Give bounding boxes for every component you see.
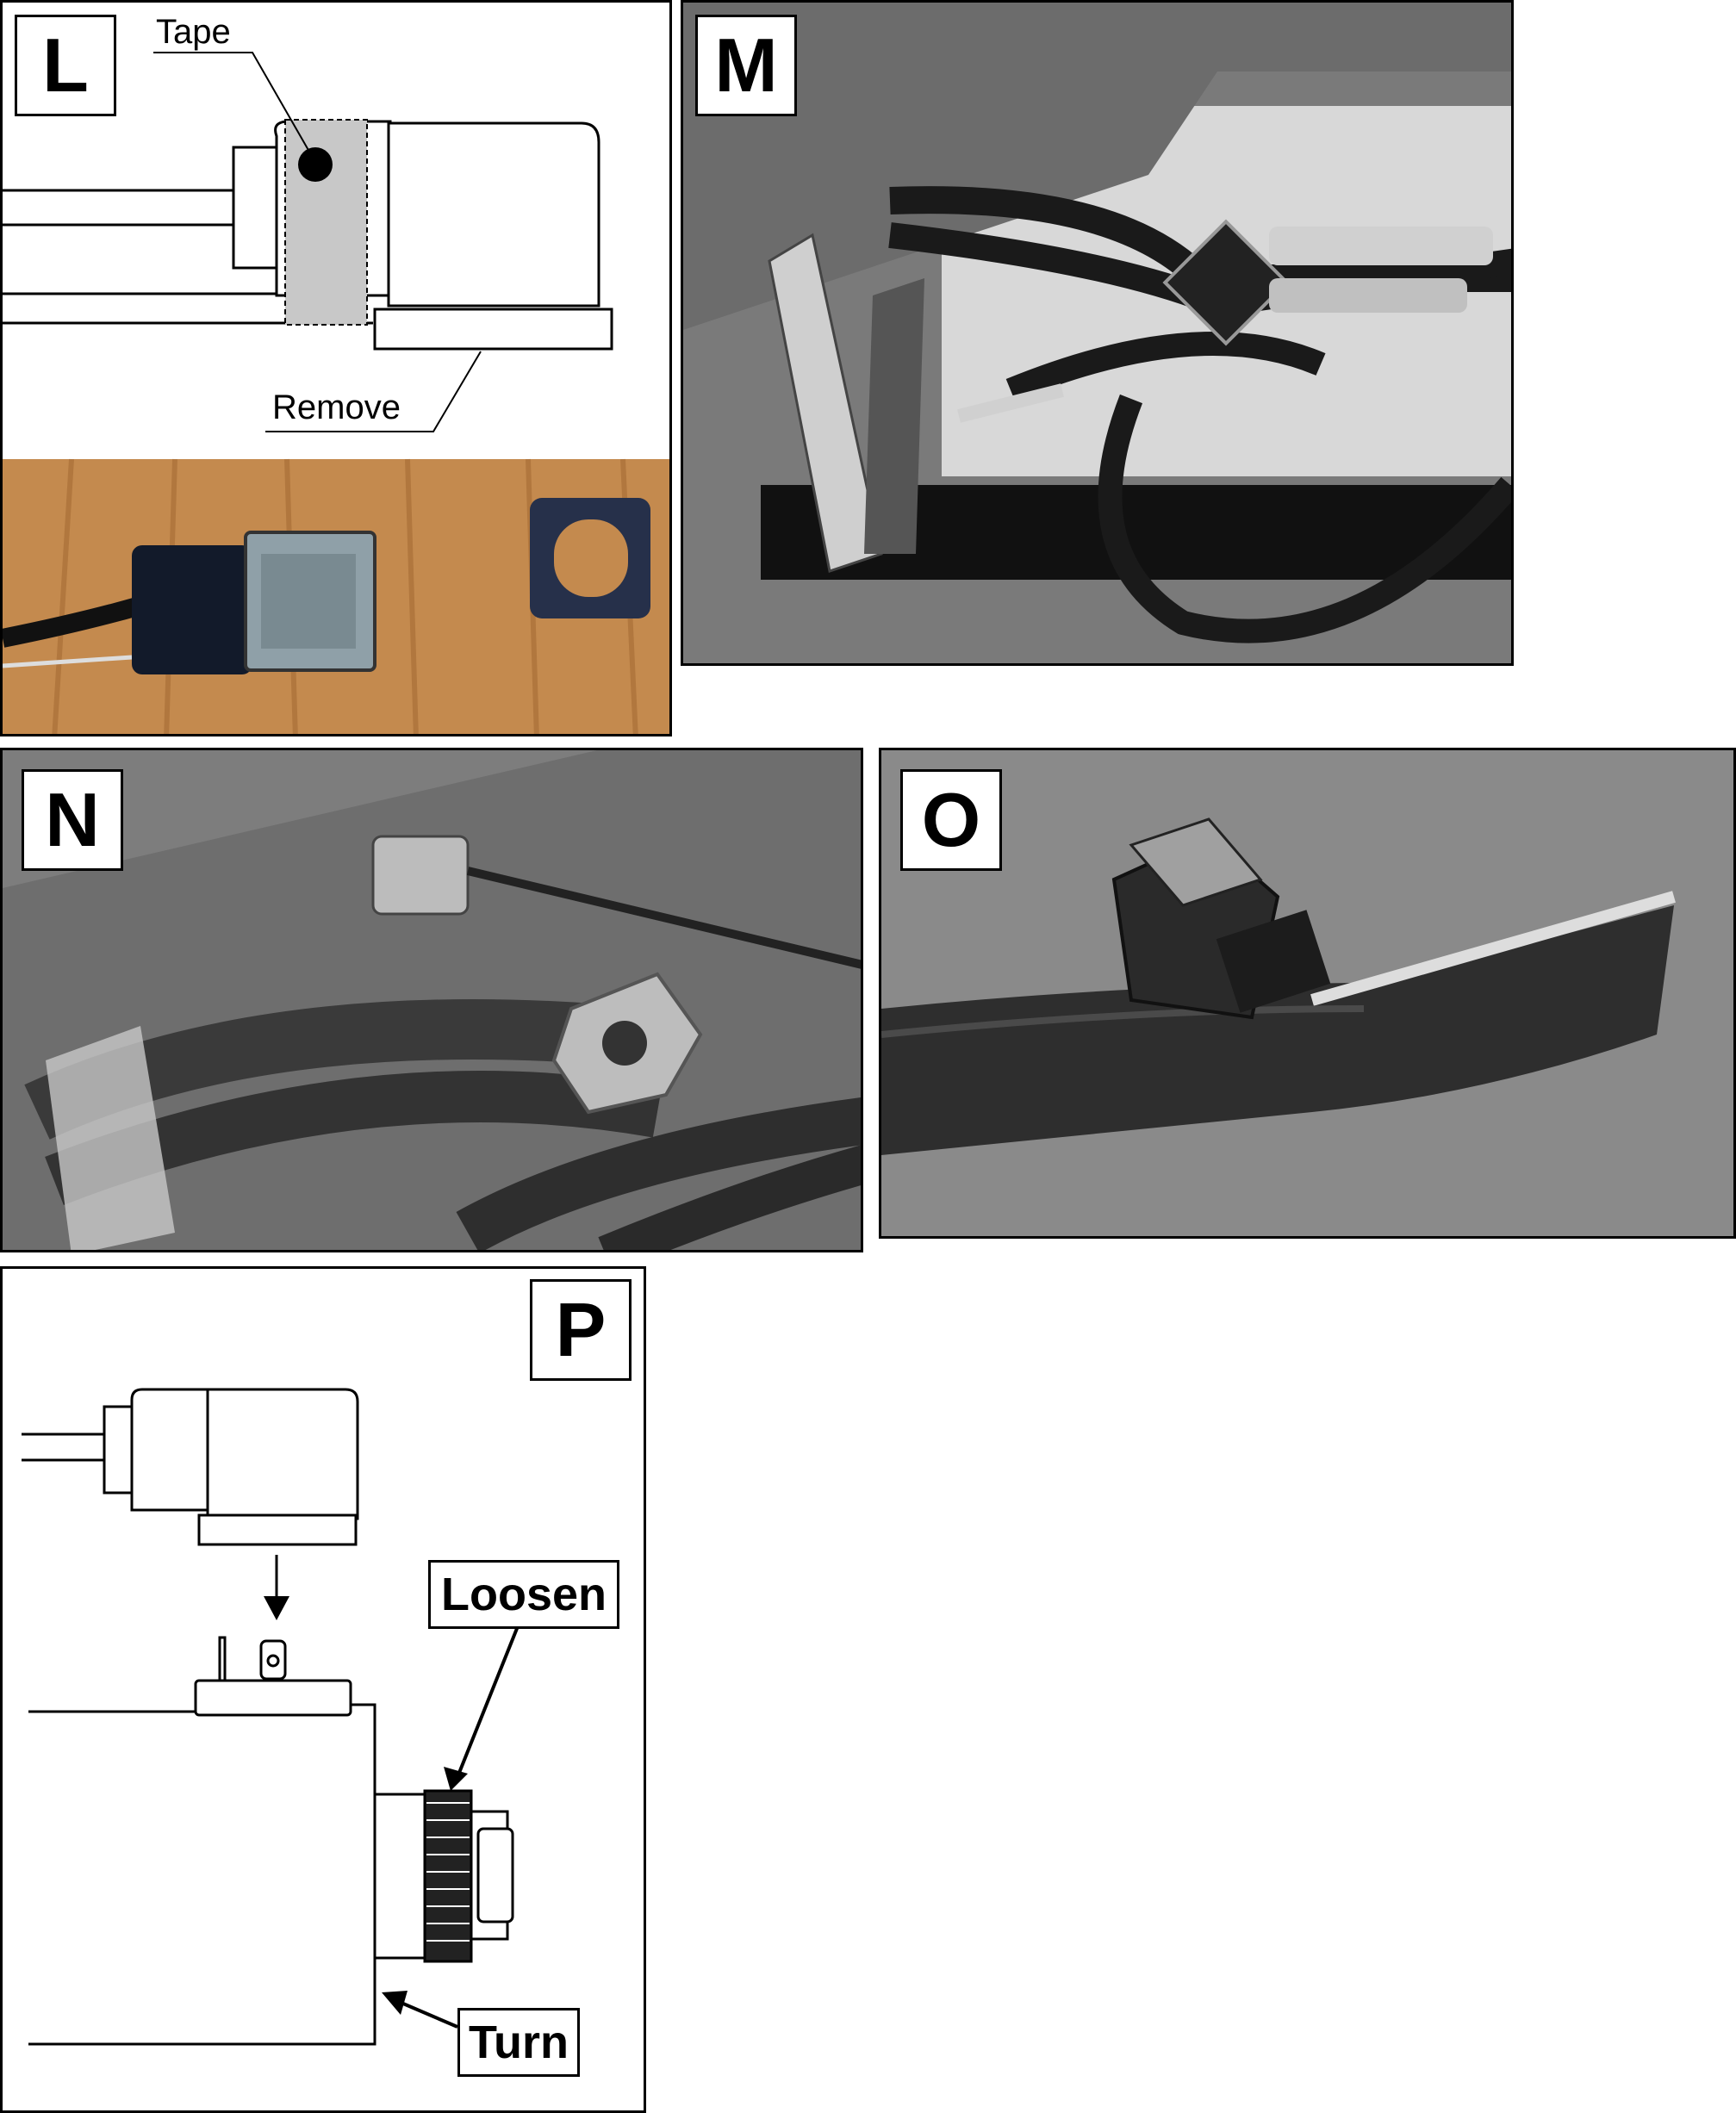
tape-label: Tape [156,13,231,51]
panel-n: N [0,748,863,1252]
photo-connector-l [3,458,669,734]
panel-letter-l: L [15,15,116,116]
panel-letter-n: N [22,769,123,871]
photo-hoses-m [683,3,1511,663]
tape-band [284,119,368,326]
turn-label: Turn [457,2008,580,2077]
loosen-label: Loosen [428,1560,619,1629]
panel-l: L Tape Remove [0,0,672,736]
photo-hoses-n [3,750,861,1250]
remove-label: Remove [272,388,401,426]
gasket-outline [373,308,613,351]
connector-install-diagram-p [22,1388,521,2046]
panel-o: O [879,748,1736,1239]
panel-letter-o: O [900,769,1002,871]
panel-letter-p: P [530,1279,632,1381]
panel-p: P [0,1266,646,2113]
connector-diagram-l [3,52,613,432]
panel-m: M [681,0,1514,666]
panel-letter-m: M [695,15,797,116]
photo-connector-o [881,750,1733,1236]
screw-dot [298,147,333,182]
